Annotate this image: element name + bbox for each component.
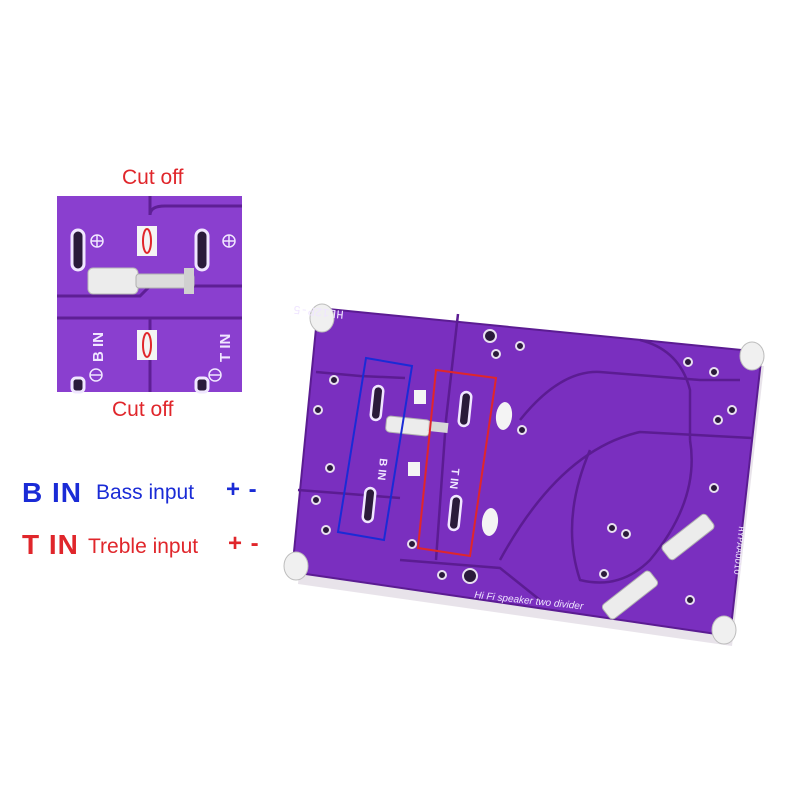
legend-t-in-polarity: + -: [228, 530, 260, 557]
legend-t-in-desc: Treble input: [88, 535, 199, 558]
cable-ties: [385, 415, 715, 620]
crossover-board: HL12P-5 B IN T IN Hi Fi speaker two divi…: [283, 302, 765, 646]
inset-silk-b-in: B IN: [90, 332, 107, 362]
t-in-highlight-box: [416, 368, 498, 558]
board-model-text: HL12P-5: [293, 302, 345, 321]
board-silk-t-in: T IN: [447, 468, 461, 490]
inset-photo: B IN T IN: [57, 196, 242, 394]
legend-b-in-desc: Bass input: [96, 481, 195, 504]
board-silk-b-in: B IN: [375, 458, 389, 481]
cut-off-top-label: Cut off: [122, 166, 184, 189]
legend-b-in-code: B IN: [22, 477, 82, 508]
legend-t-in-code: T IN: [22, 529, 79, 560]
inset-silk-t-in: T IN: [217, 334, 234, 362]
legend-b-in-polarity: + -: [226, 476, 258, 503]
standoff-feet: [283, 303, 765, 645]
b-in-highlight-box: [336, 356, 414, 542]
cut-off-bottom-label: Cut off: [112, 398, 174, 421]
